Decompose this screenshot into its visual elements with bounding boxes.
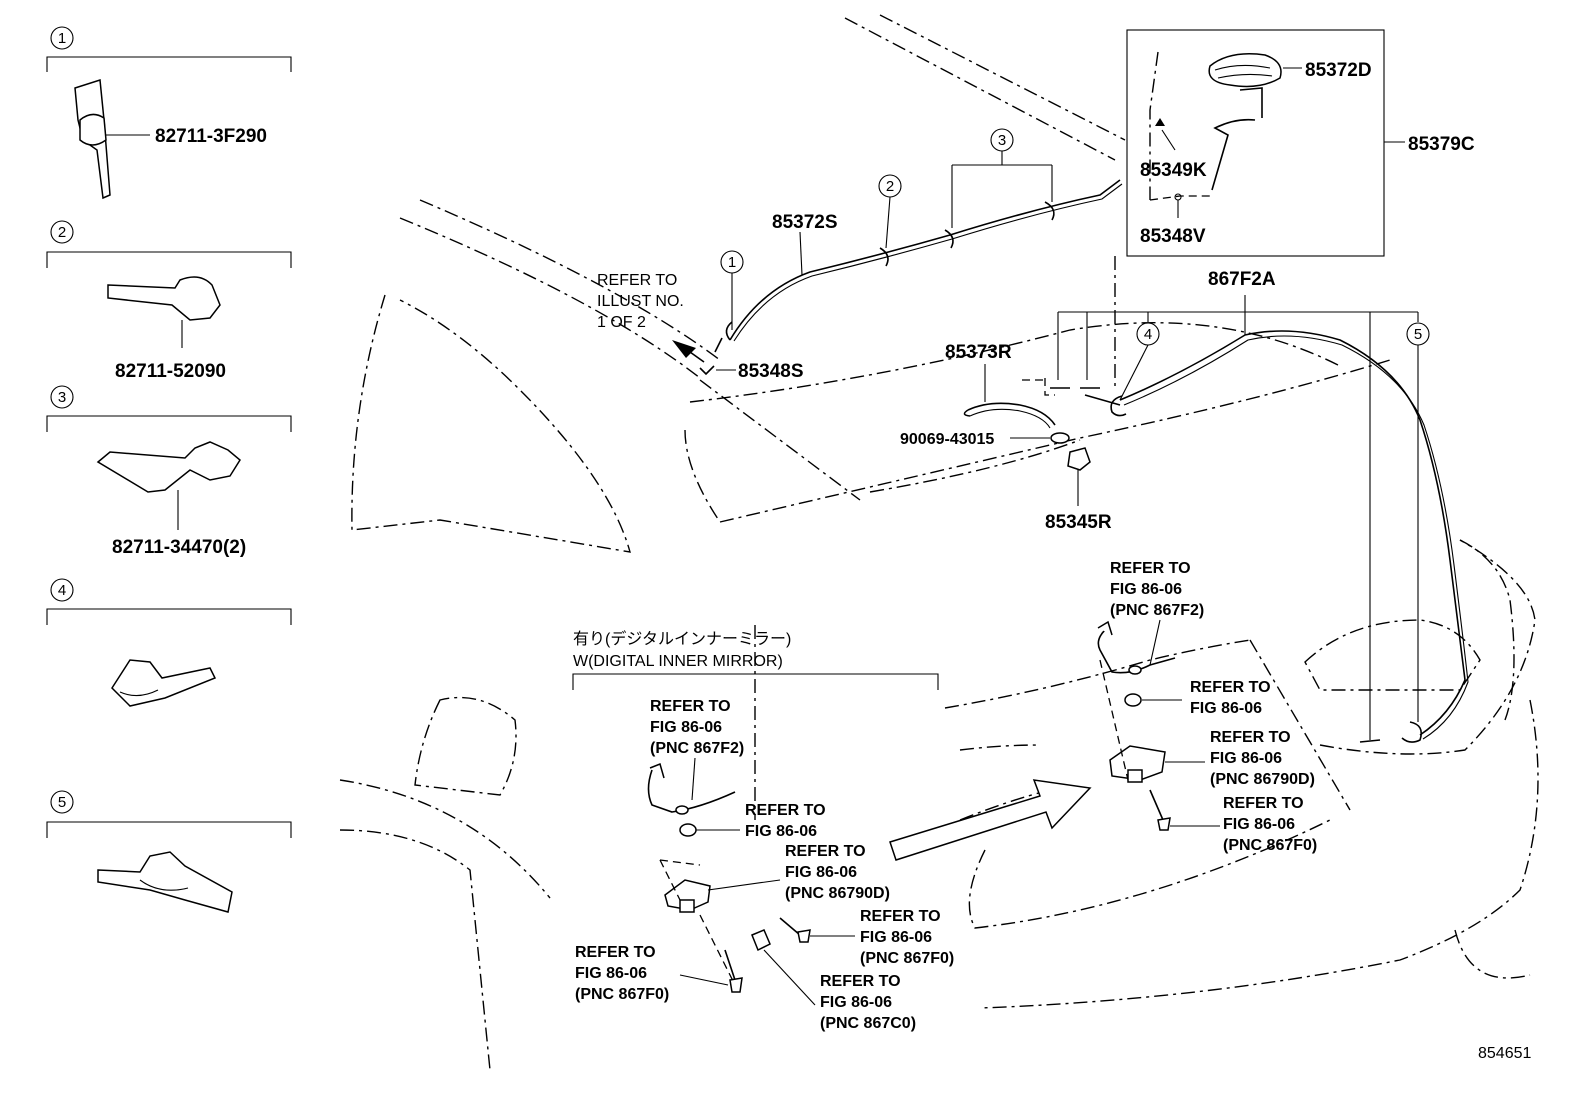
legend-item-4: 4 xyxy=(46,578,292,707)
legend-number-3: 3 xyxy=(58,389,66,406)
legend-number-1: 1 xyxy=(58,30,66,47)
callout-circle-1: 1 xyxy=(720,250,744,330)
svg-text:(PNC 867F2): (PNC 867F2) xyxy=(650,740,744,757)
svg-text:1: 1 xyxy=(728,254,736,271)
part-label-867F2A[interactable]: 867F2A xyxy=(1208,269,1276,290)
svg-text:FIG 86-06: FIG 86-06 xyxy=(650,719,722,736)
arrow-icon xyxy=(672,340,696,358)
svg-text:REFER TO: REFER TO xyxy=(650,698,731,715)
callout-circle-3: 3 xyxy=(951,128,1053,228)
refer-illust-callout: REFER TO ILLUST NO. 1 OF 2 xyxy=(597,272,705,363)
legend-item-1: 1 82711-3F290 xyxy=(46,26,292,200)
digital-mirror-section: 有り(デジタルインナーミラー) W(DIGITAL INNER MIRROR) xyxy=(572,625,939,820)
direction-arrow-icon xyxy=(889,779,1092,861)
camera-assembly-left: REFER TO FIG 86-06 (PNC 867F2) REFER TO … xyxy=(575,698,954,1032)
legend-item-5: 5 xyxy=(46,790,292,913)
svg-text:REFER TO: REFER TO xyxy=(785,843,866,860)
inset-box-85379C: 85372D 85349K 85348V 85379C xyxy=(1126,29,1475,257)
svg-text:(PNC 867F0): (PNC 867F0) xyxy=(1223,837,1317,854)
wire-harness-867F2A[interactable] xyxy=(1022,295,1469,743)
svg-text:(PNC 867F0): (PNC 867F0) xyxy=(860,950,954,967)
svg-text:4: 4 xyxy=(1144,326,1152,343)
svg-text:REFER TO: REFER TO xyxy=(1190,679,1271,696)
part-label-85345R[interactable]: 85345R xyxy=(1045,512,1112,533)
part-label-85379C[interactable]: 85379C xyxy=(1408,134,1475,155)
svg-text:REFER TO: REFER TO xyxy=(575,944,656,961)
svg-text:(PNC 867F2): (PNC 867F2) xyxy=(1110,602,1204,619)
svg-text:REFER TO: REFER TO xyxy=(745,802,826,819)
part-85348S[interactable]: 85348S xyxy=(699,361,804,382)
svg-text:FIG 86-06: FIG 86-06 xyxy=(1223,816,1295,833)
svg-text:FIG 86-06: FIG 86-06 xyxy=(860,929,932,946)
svg-text:FIG 86-06: FIG 86-06 xyxy=(575,965,647,982)
svg-text:(PNC 86790D): (PNC 86790D) xyxy=(785,885,890,902)
refer-illust-line-3: 1 OF 2 xyxy=(597,314,646,331)
svg-text:REFER TO: REFER TO xyxy=(1223,795,1304,812)
part-label-85348S[interactable]: 85348S xyxy=(738,361,804,382)
svg-text:(PNC 867F0): (PNC 867F0) xyxy=(575,986,669,1003)
svg-text:(PNC 86790D): (PNC 86790D) xyxy=(1210,771,1315,788)
part-label-85349K[interactable]: 85349K xyxy=(1140,160,1207,181)
legend-part-2[interactable]: 82711-52090 xyxy=(115,361,226,382)
svg-text:(PNC 867C0): (PNC 867C0) xyxy=(820,1015,916,1032)
legend-part-3[interactable]: 82711-34470(2) xyxy=(112,537,246,558)
svg-text:FIG 86-06: FIG 86-06 xyxy=(820,994,892,1011)
legend-number-5: 5 xyxy=(58,794,66,811)
svg-text:FIG 86-06: FIG 86-06 xyxy=(745,823,817,840)
callout-circle-4: 4 xyxy=(1119,322,1160,401)
refer-illust-line-2: ILLUST NO. xyxy=(597,293,684,310)
legend-item-2: 2 82711-52090 xyxy=(46,220,292,382)
figure-id: 854651 xyxy=(1478,1045,1531,1062)
svg-text:3: 3 xyxy=(998,132,1006,149)
svg-text:5: 5 xyxy=(1414,326,1422,343)
svg-text:FIG 86-06: FIG 86-06 xyxy=(1110,581,1182,598)
hose-85373R[interactable]: 85373R xyxy=(945,342,1056,429)
legend-number-4: 4 xyxy=(58,582,66,599)
svg-text:REFER TO: REFER TO xyxy=(1210,729,1291,746)
digital-mirror-jp-label: 有り(デジタルインナーミラー) xyxy=(573,629,791,648)
part-label-85348V[interactable]: 85348V xyxy=(1140,226,1206,247)
washer-hose-85372S[interactable] xyxy=(714,179,1123,353)
svg-text:FIG 86-06: FIG 86-06 xyxy=(1210,750,1282,767)
part-label-85372S[interactable]: 85372S xyxy=(772,212,838,233)
legend-item-3: 3 82711-34470(2) xyxy=(46,385,292,558)
nozzle-85345R[interactable]: 85345R xyxy=(1045,447,1112,533)
refer-illust-line-1: REFER TO xyxy=(597,272,677,289)
legend-part-1[interactable]: 82711-3F290 xyxy=(155,126,267,147)
part-90069-43015[interactable]: 90069-43015 xyxy=(900,431,1070,448)
callout-circle-5: 5 xyxy=(1406,322,1430,722)
svg-text:FIG 86-06: FIG 86-06 xyxy=(785,864,857,881)
part-label-85372D[interactable]: 85372D xyxy=(1305,60,1372,81)
part-label-85373R[interactable]: 85373R xyxy=(945,342,1012,363)
camera-icon xyxy=(1109,745,1166,781)
svg-text:2: 2 xyxy=(886,178,894,195)
svg-text:REFER TO: REFER TO xyxy=(860,908,941,925)
callout-circle-2: 2 xyxy=(878,174,902,249)
camera-assembly-right: REFER TO FIG 86-06 (PNC 867F2) REFER TO … xyxy=(1097,560,1317,854)
svg-text:FIG 86-06: FIG 86-06 xyxy=(1190,700,1262,717)
digital-mirror-en-label: W(DIGITAL INNER MIRROR) xyxy=(573,653,783,670)
legend-number-2: 2 xyxy=(58,224,66,241)
svg-text:REFER TO: REFER TO xyxy=(820,973,901,990)
svg-text:REFER TO: REFER TO xyxy=(1110,560,1191,577)
vehicle-body xyxy=(339,14,1539,1071)
part-label-90069-43015[interactable]: 90069-43015 xyxy=(900,431,994,448)
